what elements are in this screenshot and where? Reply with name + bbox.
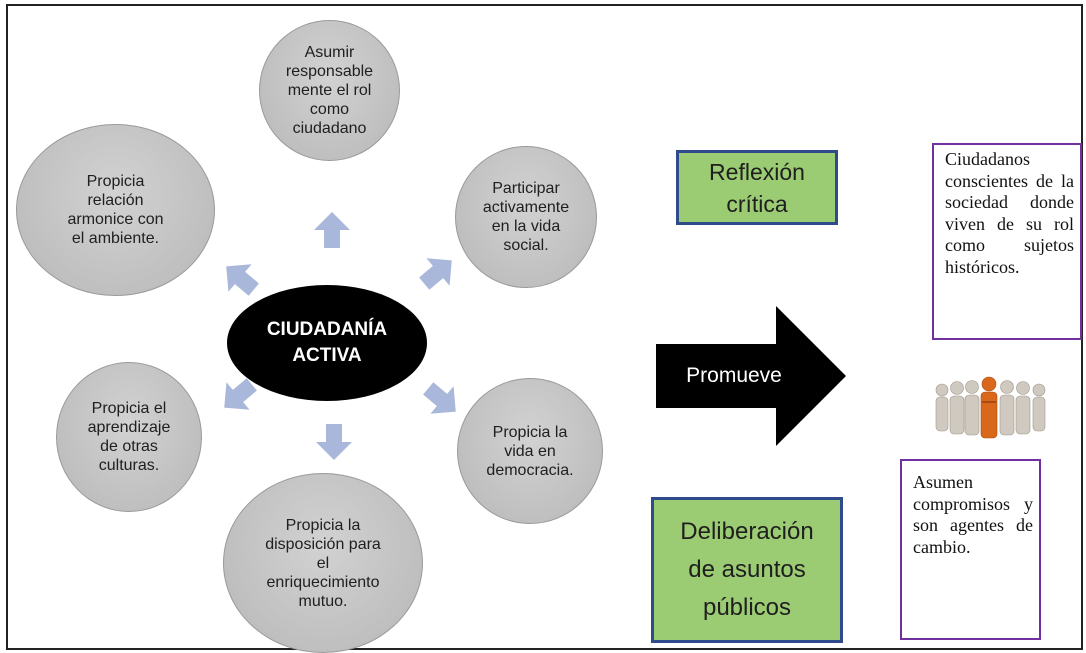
arrow-down-right bbox=[423, 382, 456, 414]
arrow-down bbox=[316, 424, 352, 460]
bubble-asumir-rol: Asumir responsable mente el rol como ciu… bbox=[259, 20, 400, 161]
people-group-icon bbox=[935, 376, 1046, 439]
note-ciudadanos-conscientes: Ciudadanos conscientes de la sociedad do… bbox=[932, 143, 1082, 340]
promueve-label: Promueve bbox=[686, 364, 782, 387]
center-ciudadania-activa: CIUDADANÍA ACTIVA bbox=[227, 285, 427, 401]
arrow-up-left bbox=[226, 264, 259, 296]
bubble-vida-democracia: Propicia la vida en democracia. bbox=[457, 378, 603, 524]
arrow-up-right bbox=[419, 258, 452, 290]
bubble-otras-culturas: Propicia el aprendizaje de otras cultura… bbox=[56, 362, 202, 512]
arrow-up bbox=[314, 212, 350, 248]
bubble-participar-vida-social: Participar activamente en la vida social… bbox=[455, 146, 597, 288]
box-reflexion-critica: Reflexión crítica bbox=[676, 150, 838, 225]
box-deliberacion-asuntos-publicos: Deliberación de asuntos públicos bbox=[651, 497, 843, 643]
arrow-down-left bbox=[224, 378, 257, 410]
bubble-relacion-ambiente: Propicia relación armonice con el ambien… bbox=[16, 124, 215, 296]
diagram-frame bbox=[6, 4, 1083, 650]
promueve-arrow bbox=[656, 306, 846, 446]
bubble-enriquecimiento-mutuo: Propicia la disposición para el enriquec… bbox=[223, 473, 423, 653]
note-asumen-compromisos: Asumen compromisos y son agentes de camb… bbox=[900, 459, 1041, 640]
